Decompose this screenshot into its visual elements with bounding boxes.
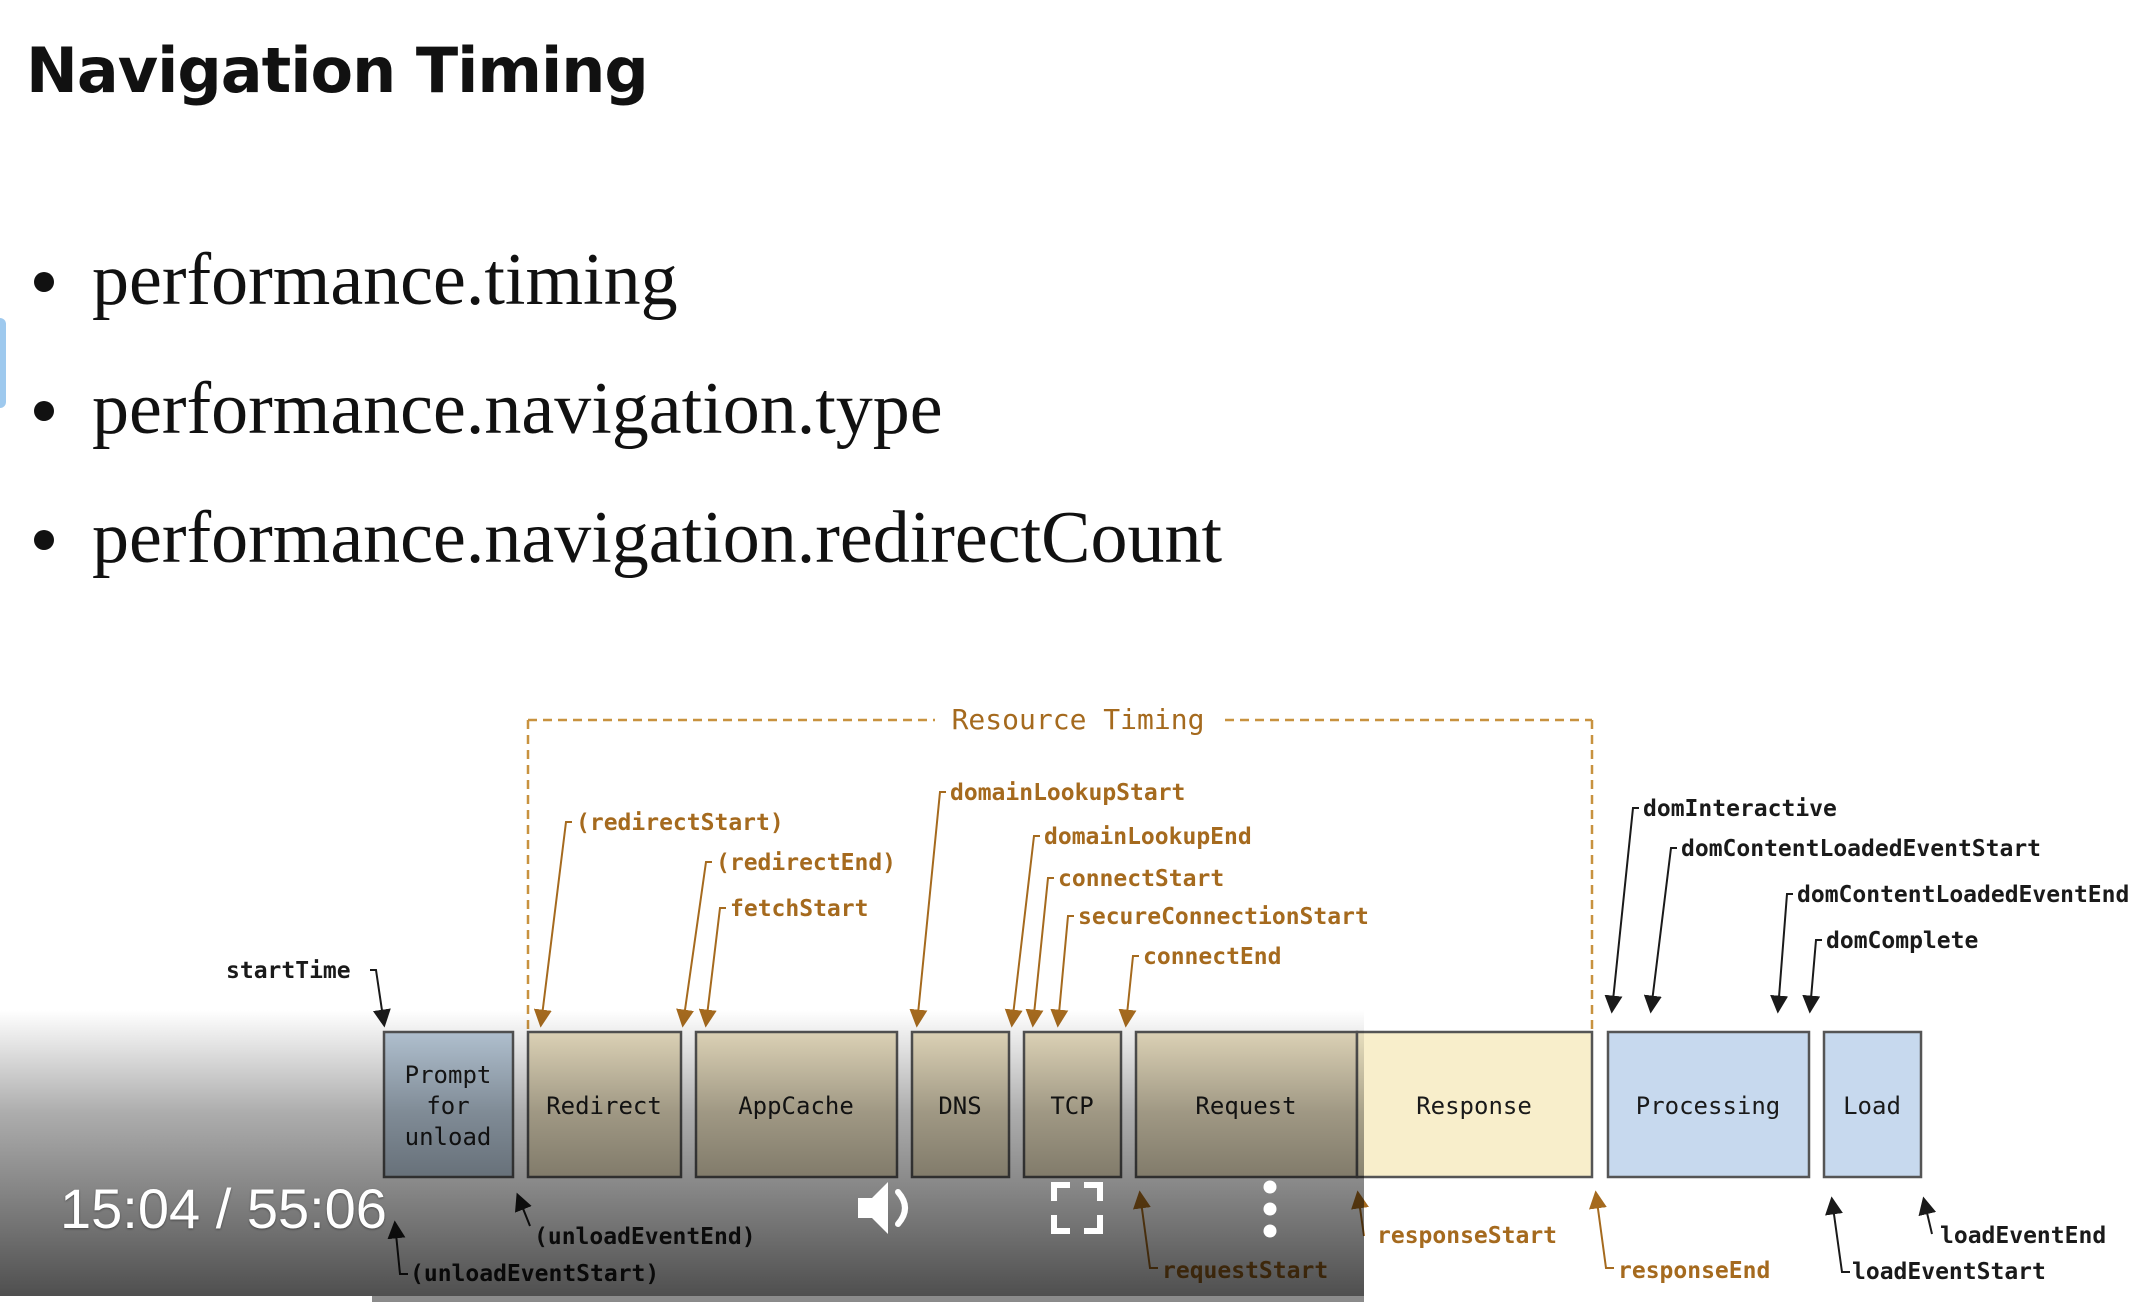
prompt-box-line-3: unload	[405, 1123, 492, 1151]
bullet-text: performance.navigation.type	[92, 368, 943, 450]
responseStart-marker: responseStart	[1351, 1190, 1557, 1249]
fetchStart-marker: fetchStart	[698, 896, 868, 1028]
redirect-box: Redirect	[526, 1030, 683, 1179]
domInteractive-label: domInteractive	[1643, 796, 1837, 822]
bullet-dot-icon	[34, 401, 54, 421]
response-box: Response	[1355, 1030, 1594, 1179]
fullscreen-icon	[1051, 1182, 1103, 1234]
progress-bar-fill	[0, 1296, 373, 1302]
dns-box: DNS	[910, 1030, 1011, 1179]
loadEventEnd-marker: loadEventEnd	[1918, 1196, 2106, 1249]
domComplete-label: domComplete	[1826, 928, 1978, 954]
redirectEnd-label: (redirectEnd)	[716, 850, 896, 876]
redirectStart-label: (redirectStart)	[576, 810, 784, 836]
connectEnd-label: connectEnd	[1143, 944, 1281, 970]
domContentLoadedEventStart-label: domContentLoadedEventStart	[1681, 836, 2041, 862]
appcache-box: AppCache	[694, 1030, 899, 1179]
responseEnd-label: responseEnd	[1618, 1258, 1770, 1284]
tcp-box-label: TCP	[1050, 1092, 1093, 1120]
load-box: Load	[1822, 1030, 1923, 1179]
domInteractive-marker: domInteractive	[1604, 796, 1837, 1014]
progress-bar[interactable]	[0, 1296, 1364, 1302]
connectEnd-marker: connectEnd	[1118, 944, 1281, 1028]
load-box-label: Load	[1843, 1092, 1901, 1120]
prompt-box: Prompt for unload	[382, 1030, 515, 1179]
more-options-icon	[1263, 1180, 1277, 1238]
domContentLoadedEventStart-marker: domContentLoadedEventStart	[1643, 836, 2041, 1014]
bullet-text: performance.timing	[92, 239, 678, 321]
bullet-dot-icon	[34, 272, 54, 292]
prompt-box-line-2: for	[426, 1092, 469, 1120]
bullet-list: performance.timing performance.navigatio…	[28, 230, 1222, 617]
redirectEnd-marker: (redirectEnd)	[676, 850, 896, 1028]
request-box: Request	[1134, 1030, 1359, 1179]
startTime-label: startTime	[226, 958, 351, 984]
secureConnectionStart-label: secureConnectionStart	[1078, 904, 1369, 930]
redirect-box-label: Redirect	[546, 1092, 662, 1120]
bullet-item: performance.navigation.type	[28, 359, 1222, 488]
unloadEventStart-label: (unloadEventStart)	[410, 1261, 659, 1287]
volume-icon	[858, 1182, 908, 1234]
processing-box-label: Processing	[1636, 1092, 1781, 1120]
request-box-label: Request	[1195, 1092, 1296, 1120]
domainLookupStart-label: domainLookupStart	[950, 780, 1185, 806]
domainLookupStart-marker: domainLookupStart	[909, 780, 1185, 1028]
appcache-box-label: AppCache	[738, 1092, 854, 1120]
connectStart-label: connectStart	[1058, 866, 1224, 892]
tcp-box: TCP	[1022, 1030, 1123, 1179]
unloadEventEnd-marker: (unloadEventEnd)	[514, 1192, 756, 1250]
loadEventEnd-label: loadEventEnd	[1940, 1223, 2106, 1249]
responseEnd-marker: responseEnd	[1589, 1190, 1770, 1284]
dns-box-label: DNS	[938, 1092, 981, 1120]
bullet-text: performance.navigation.redirectCount	[92, 497, 1223, 579]
domComplete-marker: domComplete	[1802, 928, 1978, 1014]
startTime-marker: startTime	[226, 958, 391, 1028]
bullet-item: performance.navigation.redirectCount	[28, 488, 1222, 617]
edge-mark	[0, 318, 6, 408]
more-options-button[interactable]	[1244, 1176, 1296, 1242]
domContentLoadedEventEnd-label: domContentLoadedEventEnd	[1797, 882, 2129, 908]
loadEventStart-label: loadEventStart	[1852, 1259, 2046, 1285]
redirectStart-marker: (redirectStart)	[533, 810, 784, 1028]
unloadEventEnd-label: (unloadEventEnd)	[534, 1224, 756, 1250]
fetchStart-label: fetchStart	[730, 896, 868, 922]
domainLookupEnd-marker: domainLookupEnd	[1004, 824, 1252, 1028]
bullet-item: performance.timing	[28, 230, 1222, 359]
volume-button[interactable]	[846, 1176, 926, 1240]
connectStart-marker: connectStart	[1025, 866, 1224, 1028]
loadEventStart-marker: loadEventStart	[1825, 1196, 2046, 1285]
slide-title: Navigation Timing	[26, 34, 649, 107]
response-box-label: Response	[1416, 1092, 1532, 1120]
secureConnectionStart-marker: secureConnectionStart	[1050, 904, 1369, 1028]
domContentLoadedEventEnd-marker: domContentLoadedEventEnd	[1770, 882, 2129, 1014]
bullet-dot-icon	[34, 530, 54, 550]
requestStart-marker: requestStart	[1133, 1190, 1328, 1284]
responseStart-label: responseStart	[1377, 1223, 1557, 1249]
processing-box: Processing	[1606, 1030, 1811, 1179]
fullscreen-button[interactable]	[1044, 1176, 1110, 1240]
resource-timing-bracket: Resource Timing	[526, 703, 1594, 1030]
time-readout: 15:04 / 55:06	[60, 1177, 387, 1240]
requestStart-label: requestStart	[1162, 1258, 1328, 1284]
domainLookupEnd-label: domainLookupEnd	[1044, 824, 1252, 850]
prompt-box-line-1: Prompt	[405, 1061, 492, 1089]
resource-timing-label: Resource Timing	[952, 703, 1205, 736]
